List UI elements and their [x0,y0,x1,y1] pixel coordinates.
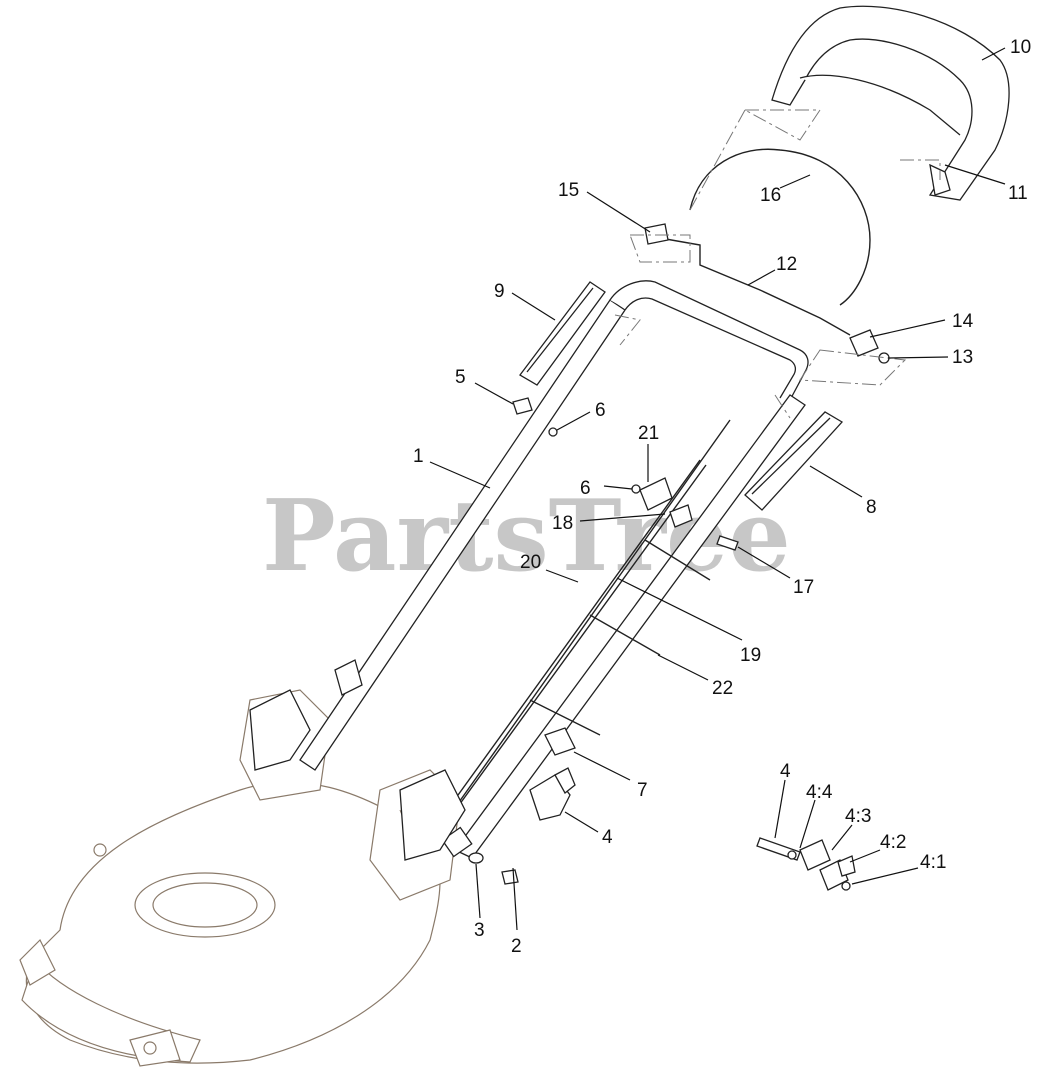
label-4: 4 [602,827,613,848]
part-13-nut [878,352,890,364]
label-19: 19 [740,645,761,666]
label-6-upper: 6 [595,400,606,421]
part-8-grip-right [744,411,844,511]
label-17: 17 [793,577,814,598]
part-6-nut-upper [548,427,558,437]
label-10: 10 [1010,37,1031,58]
label-2: 2 [511,936,522,957]
label-4-exploded: 4 [780,761,791,782]
label-4-3: 4:3 [845,806,871,827]
label-20: 20 [520,552,541,573]
control-cables [439,419,731,824]
label-8: 8 [866,497,877,518]
label-4-1: 4:1 [920,852,946,873]
part-14-fitting [849,329,879,357]
handle-brackets [249,659,466,861]
part-4-cable-guide [529,767,576,821]
label-15: 15 [558,180,579,201]
part-2-bolt [501,869,519,885]
part-17-pin [716,535,739,551]
label-12: 12 [776,254,797,275]
part-4-exploded [756,837,856,891]
label-4-2: 4:2 [880,832,906,853]
label-3: 3 [474,920,485,941]
label-1: 1 [413,446,424,467]
label-6-lower: 6 [580,478,591,499]
label-4-4: 4:4 [806,782,833,803]
part-12-cable [659,237,851,336]
handle-right-tube [441,394,806,859]
part-9-grip-left [519,281,606,386]
label-18: 18 [552,513,573,534]
watermark: PartsTree [262,479,791,594]
phantom-lines [614,109,941,419]
label-22: 22 [712,678,733,699]
part-7-bushing [544,727,576,756]
mower-deck [19,689,461,1067]
part-3-washer [468,852,484,864]
part-5-clip [512,397,533,415]
part-15-spring [644,223,669,245]
label-16: 16 [760,185,781,206]
label-13: 13 [952,347,973,368]
part-6-nut-lower [631,484,641,494]
part-10-upper-handle [771,5,1010,201]
part-18-latch [639,477,693,528]
label-5: 5 [455,367,466,388]
leader-lines [429,47,1006,931]
label-7: 7 [637,780,648,801]
part-labels: 1 2 3 4 5 6 6 7 8 9 10 11 12 13 14 15 16… [413,37,1031,957]
label-9: 9 [494,281,505,302]
label-11: 11 [1008,183,1028,204]
label-14: 14 [952,311,974,332]
handle-left-tube [299,280,809,771]
part-16-bail [689,148,871,306]
label-21: 21 [638,423,659,444]
